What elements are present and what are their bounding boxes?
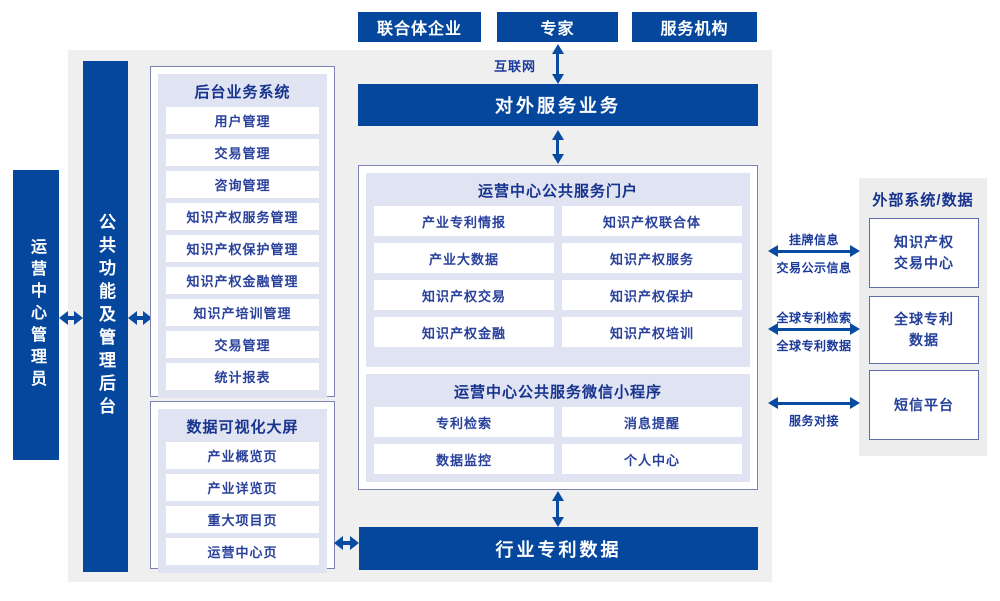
- miniapp-title: 运营中心公共服务微信小程序: [453, 384, 662, 401]
- list-item: 知识产权保护: [562, 280, 742, 310]
- data-visualization-panel: 数据可视化大屏 产业概览页 产业详览页 重大项目页 运营中心页: [150, 401, 335, 573]
- link-label-service-docking: 服务对接: [788, 414, 839, 428]
- link-label-patent-data: 全球专利数据: [776, 339, 852, 353]
- list-item: 用户管理: [166, 107, 319, 134]
- external-systems-title: 外部系统/数据: [872, 192, 974, 209]
- data-visualization-title: 数据可视化大屏: [186, 419, 299, 436]
- arrow-viz-industry-icon: [334, 536, 359, 550]
- list-item: 知识产权服务管理: [166, 203, 319, 230]
- arrow-sms-platform-icon: [768, 397, 860, 409]
- external-service-bar: 对外服务业务: [358, 84, 758, 126]
- link-label-listing-info: 挂牌信息: [788, 233, 839, 247]
- external-box-sms-platform: 短信平台: [869, 370, 979, 440]
- list-item: 知识产培训管理: [166, 299, 319, 326]
- center-services-panel: 运营中心公共服务门户 产业专利情报 知识产权联合体 产业大数据 知识产权服务 知…: [358, 165, 758, 490]
- list-item: 知识产权金融: [374, 317, 554, 347]
- arrow-trade-center-icon: [768, 245, 860, 257]
- arrow-backend-panel-icon: [128, 311, 152, 325]
- operation-center-admin-box: 运营中心管理员: [13, 170, 59, 460]
- arrow-global-patent-icon: [768, 323, 860, 335]
- list-item: 知识产权交易: [374, 280, 554, 310]
- data-visualization-section: 数据可视化大屏 产业概览页 产业详览页 重大项目页 运营中心页: [158, 409, 327, 573]
- external-box-line: 交易中心: [894, 255, 954, 271]
- industry-patent-data-bar: 行业专利数据: [359, 527, 758, 570]
- list-item: 产业大数据: [374, 243, 554, 273]
- actor-box-service-orgs: 服务机构: [632, 12, 757, 42]
- backend-system-section: 后台业务系统 用户管理 交易管理 咨询管理 知识产权服务管理 知识产权保护管理 …: [158, 74, 327, 398]
- external-box-line: 知识产权: [894, 234, 954, 250]
- actor-box-consortium: 联合体企业: [358, 12, 481, 42]
- list-item: 产业概览页: [166, 442, 319, 469]
- list-item: 知识产权联合体: [562, 206, 742, 236]
- list-item: 交易管理: [166, 139, 319, 166]
- data-visualization-items: 产业概览页 产业详览页 重大项目页 运营中心页: [158, 442, 327, 573]
- list-item: 重大项目页: [166, 506, 319, 533]
- backend-system-items: 用户管理 交易管理 咨询管理 知识产权服务管理 知识产权保护管理 知识产权金融管…: [158, 107, 327, 398]
- backend-functions-bar: 公共功能及管理后台: [83, 61, 128, 572]
- external-box-line: 短信平台: [894, 396, 954, 413]
- miniapp-items: 专利检索 消息提醒 数据监控 个人中心: [366, 407, 750, 482]
- list-item: 知识产权保护管理: [166, 235, 319, 262]
- list-item: 知识产权金融管理: [166, 267, 319, 294]
- list-item: 交易管理: [166, 331, 319, 358]
- link-label-trade-publicity: 交易公示信息: [776, 261, 852, 275]
- backend-system-panel: 后台业务系统 用户管理 交易管理 咨询管理 知识产权服务管理 知识产权保护管理 …: [150, 66, 335, 398]
- arrow-panel-to-industry-icon: [551, 491, 564, 527]
- list-item: 统计报表: [166, 363, 319, 390]
- list-item: 知识产权服务: [562, 243, 742, 273]
- miniapp-section: 运营中心公共服务微信小程序 专利检索 消息提醒 数据监控 个人中心: [366, 374, 750, 482]
- list-item: 消息提醒: [562, 407, 742, 437]
- link-label-patent-search: 全球专利检索: [776, 311, 852, 325]
- list-item: 产业专利情报: [374, 206, 554, 236]
- portal-title: 运营中心公共服务门户: [477, 183, 638, 200]
- actor-box-experts: 专家: [497, 12, 618, 42]
- internet-label: 互联网: [494, 59, 537, 74]
- list-item: 个人中心: [562, 444, 742, 474]
- external-box-ip-trade-center: 知识产权 交易中心: [869, 218, 979, 288]
- list-item: 专利检索: [374, 407, 554, 437]
- backend-system-title: 后台业务系统: [194, 84, 291, 101]
- list-item: 数据监控: [374, 444, 554, 474]
- list-item: 咨询管理: [166, 171, 319, 198]
- portal-section: 运营中心公共服务门户 产业专利情报 知识产权联合体 产业大数据 知识产权服务 知…: [366, 173, 750, 367]
- arrow-internet-icon: [551, 44, 564, 84]
- external-box-line: 数据: [909, 332, 939, 348]
- portal-items: 产业专利情报 知识产权联合体 产业大数据 知识产权服务 知识产权交易 知识产权保…: [366, 206, 750, 355]
- arrow-bar-to-portal-icon: [551, 130, 564, 164]
- external-box-line: 全球专利: [894, 311, 954, 327]
- list-item: 产业详览页: [166, 474, 319, 501]
- list-item: 知识产权培训: [562, 317, 742, 347]
- external-box-global-patent-data: 全球专利 数据: [869, 296, 979, 364]
- arrow-admin-backend-icon: [59, 311, 83, 325]
- list-item: 运营中心页: [166, 538, 319, 565]
